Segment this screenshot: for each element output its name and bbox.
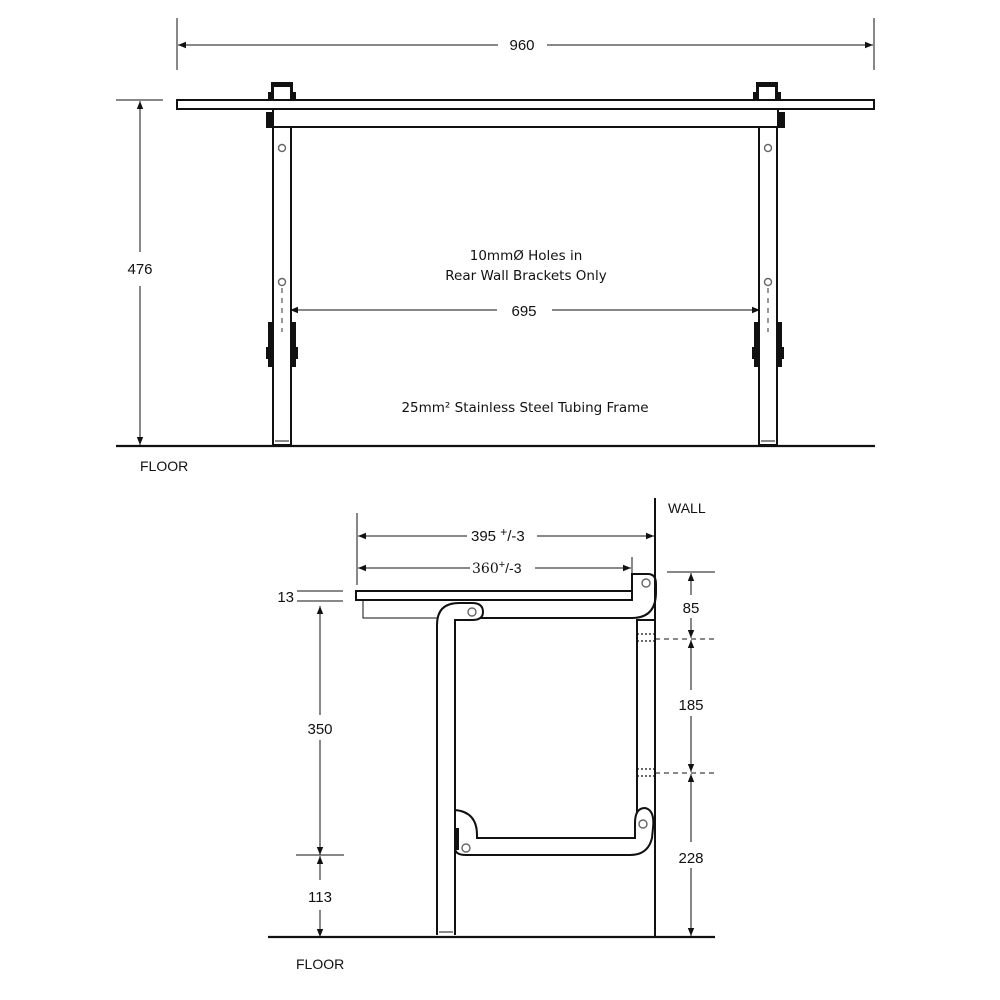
side-view: WALL 395 +/-3 360+/-3 [268,498,716,972]
hole-icon [277,143,287,153]
dimension-185: 185 [678,640,704,772]
floor-label: FLOOR [140,458,188,474]
wall-fix-mid-label: 185 [678,697,703,714]
hole-icon [763,143,773,153]
dimension-395: 395 +/-3 [356,513,654,585]
wall-label: WALL [668,500,706,516]
dimension-13: 13 [277,589,343,606]
pivot-pin-icon [467,607,477,617]
dimension-960: 960 [176,18,875,70]
seat-plate [176,99,875,110]
hole-icon [763,277,773,287]
seat-depth-overall-label: 395 +/-3 [471,525,525,545]
seat-plate-side [355,590,633,601]
lower-support-bar [454,806,655,856]
front-view: 960 [116,18,875,474]
lower-pivot-pin-icon [461,843,471,853]
hole-icon [277,277,287,287]
seat-thickness-label: 13 [277,589,294,606]
frame-material-note: 25mm² Stainless Steel Tubing Frame [401,400,648,416]
holes-note-line1: 10mmØ Holes in [470,248,583,264]
dimension-85: 85 [667,571,715,638]
width-dimension-label: 960 [509,37,534,54]
seat-depth-inner-label: 360+/-3 [472,559,522,577]
rear-wall-tube [636,619,656,827]
holes-note-line2: Rear Wall Brackets Only [445,268,606,284]
dimension-228: 228 [678,774,704,936]
lower-bracket-left [266,322,298,367]
seat-height-upper-label: 350 [307,721,332,738]
dimension-350: 350 [296,606,344,856]
dimension-113: 113 [308,856,332,937]
hinge-pin-icon [641,578,651,588]
bracket-spacing-label: 695 [511,303,536,320]
dimension-695: 695 [290,303,760,320]
dimension-360: 360+/-3 [358,557,633,585]
seat-height-lower-label: 113 [308,889,332,906]
wall-fix-bottom-label: 228 [678,850,703,867]
wall-fix-top-label: 85 [683,600,700,617]
lower-bracket-right [752,322,784,367]
dimension-476: 476 [116,99,163,445]
top-bracket-left [268,82,296,102]
frame-rail [272,108,779,128]
height-dimension-label: 476 [127,261,152,278]
floor-label-side: FLOOR [296,956,344,972]
top-bracket-right [753,82,781,102]
lower-wall-pin-icon [638,819,648,829]
front-leg [436,602,485,935]
